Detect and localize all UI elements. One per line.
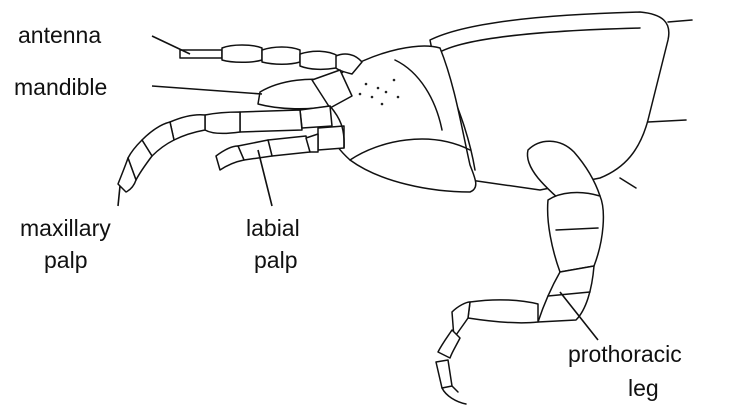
body-line-lower [648,120,686,122]
label-maxillary-palp-1: maxillary [20,215,111,241]
tarsus-1 [468,300,538,323]
label-mandible: mandible [14,74,107,100]
leader-maxillary-palp [118,186,120,206]
label-maxillary-palp-2: palp [44,247,87,273]
leader-mandible [152,86,262,94]
label-prothoracic-leg-2: leg [628,375,659,401]
label-labial-palp-2: palp [254,247,297,273]
tarsus-4 [436,360,452,388]
body-line-upper [668,20,692,22]
leader-labial-palp [258,150,272,206]
femur [548,193,604,272]
claw [442,388,466,404]
labial-palp [216,134,318,170]
label-antenna: antenna [18,22,101,48]
label-labial-palp-1: labial [246,215,300,241]
label-prothoracic-leg-1: prothoracic [568,341,682,367]
antenna [180,45,362,74]
tarsus-3 [438,330,460,358]
leader-antenna [152,36,190,54]
